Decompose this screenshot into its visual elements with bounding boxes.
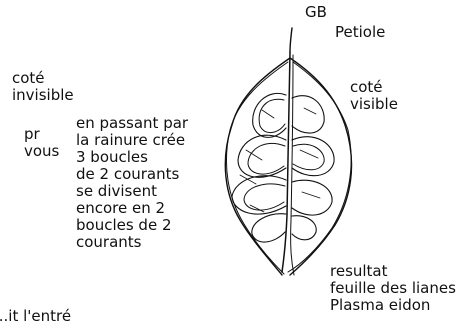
loop-left-2 — [238, 135, 286, 177]
hatching — [240, 108, 320, 212]
petiole-label: Petiole — [335, 24, 385, 41]
visible-side-label: coté visible — [350, 79, 398, 113]
leaf-outline-left — [225, 58, 290, 275]
loop-right-3 — [292, 180, 332, 215]
description-text: en passant par la rainure crée 3 boucles… — [76, 115, 188, 251]
loop-right-1 — [292, 96, 324, 133]
loop-left-1 — [253, 93, 286, 137]
petiole-line — [290, 28, 292, 52]
result-text: resultat feuille des lianes Plasma eidon — [330, 263, 456, 314]
loop-right-4 — [292, 216, 316, 240]
pr-vous-label: pr vous — [24, 126, 59, 160]
gb-label: GB — [305, 4, 327, 21]
midrib-2 — [291, 55, 294, 275]
loop-left-1b — [259, 99, 285, 132]
loop-left-3b — [244, 184, 285, 210]
midrib — [282, 52, 290, 272]
loop-right-2b — [293, 144, 324, 170]
loop-left-4 — [252, 214, 286, 242]
invisible-side-label: coté invisible — [12, 70, 74, 104]
cut-off-text: ...it l'entré — [0, 308, 71, 325]
loop-left-3 — [232, 176, 286, 214]
loop-left-2b — [248, 143, 285, 174]
